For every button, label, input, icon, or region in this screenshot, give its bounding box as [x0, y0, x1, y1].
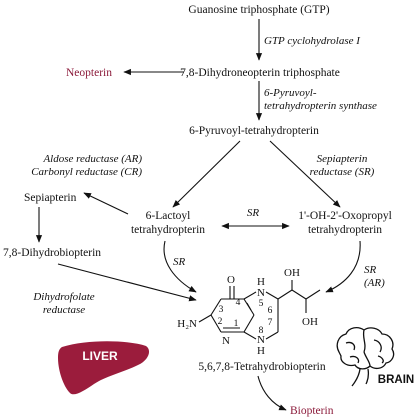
atom-oh-1: OH [284, 267, 300, 279]
enzyme-sr-ar-line2: (AR) [364, 277, 385, 289]
node-pyruvoyl-tetrahydropterin: 6-Pyruvoyl-tetrahydropterin [189, 125, 319, 137]
atom-h-bottom: H [257, 345, 265, 357]
brain-badge: BRAIN [336, 327, 414, 387]
node-tetrahydrobiopterin: 5,6,7,8-Tetrahydrobiopterin [198, 361, 326, 373]
node-oxopropyl-line2: tetrahydropterin [308, 224, 382, 236]
node-sepiapterin: Sepiapterin [24, 192, 77, 204]
enzyme-sr-right-line2: reductase (SR) [310, 166, 375, 178]
enzyme-sr-right-line1: Sepiapterin [317, 153, 368, 165]
ring-number-2: 2 [218, 317, 223, 327]
node-lactoyl-line2: tetrahydropterin [131, 224, 205, 236]
arrow-dhb-to-bh4 [57, 263, 197, 302]
atom-n-top: N [257, 287, 265, 299]
arrow-lactoyl-to-sepiapterin [83, 192, 129, 215]
ring-number-8: 8 [259, 326, 264, 336]
liver-badge: LIVER [58, 341, 150, 395]
atom-oxygen: O [227, 274, 235, 286]
atom-oh-2: OH [302, 316, 318, 328]
atom-n-left: N [222, 335, 230, 347]
enzyme-sr-ar-line1: SR [364, 264, 377, 276]
enzyme-dhfr-line2: reductase [43, 304, 85, 316]
brain-label: BRAIN [378, 374, 414, 386]
node-gtp: Guanosine triphosphate (GTP) [188, 4, 329, 16]
enzyme-sr-left: SR [173, 256, 186, 268]
arrow-pptp-to-lactoyl [172, 140, 241, 208]
enzyme-gtp-cyclohydrolase: GTP cyclohydrolase I [264, 35, 361, 47]
ring-number-4: 4 [236, 298, 241, 308]
arrow-pptp-to-oxopropyl [269, 140, 341, 208]
ring-number-6: 6 [268, 306, 273, 316]
node-biopterin: Biopterin [290, 405, 334, 417]
arrow-lactoyl-to-bh4 [163, 240, 197, 293]
enzyme-ptps-line2: tetrahydropterin synthase [264, 100, 377, 112]
node-neopterin: Neopterin [66, 67, 112, 79]
liver-label: LIVER [82, 349, 118, 363]
ring-number-3: 3 [219, 305, 224, 315]
enzyme-sr-middle: SR [247, 207, 260, 219]
tetrahydrobiopterin-structure: O H N H₂N N N H OH OH 4 3 2 1 5 6 7 8 [177, 267, 321, 357]
atom-h-top: H [257, 276, 265, 288]
brain-icon [336, 327, 395, 387]
ring-number-7: 7 [268, 318, 273, 328]
node-dihydroneopterin-triphosphate: 7,8-Dihydroneopterin triphosphate [180, 67, 340, 79]
node-lactoyl-line1: 6-Lactoyl [146, 210, 191, 222]
liver-icon [58, 341, 150, 395]
ring-number-1: 1 [234, 319, 239, 329]
arrow-oxopropyl-to-bh4 [325, 240, 361, 293]
ring-number-5: 5 [259, 299, 264, 309]
node-oxopropyl-line1: 1'-OH-2'-Oxopropyl [298, 210, 392, 222]
enzyme-ptps-line1: 6-Pyruvoyl- [264, 87, 317, 99]
arrow-bh4-to-biopterin [257, 375, 287, 411]
enzyme-aldose-reductase: Aldose reductase (AR) [42, 153, 142, 165]
atom-amine: H₂N [177, 318, 197, 330]
atom-n-bottom: N [257, 334, 265, 346]
enzyme-dhfr-line1: Dihydrofolate [32, 291, 94, 303]
enzyme-carbonyl-reductase: Carbonyl reductase (CR) [31, 166, 142, 178]
node-dihydrobiopterin: 7,8-Dihydrobiopterin [3, 247, 101, 259]
